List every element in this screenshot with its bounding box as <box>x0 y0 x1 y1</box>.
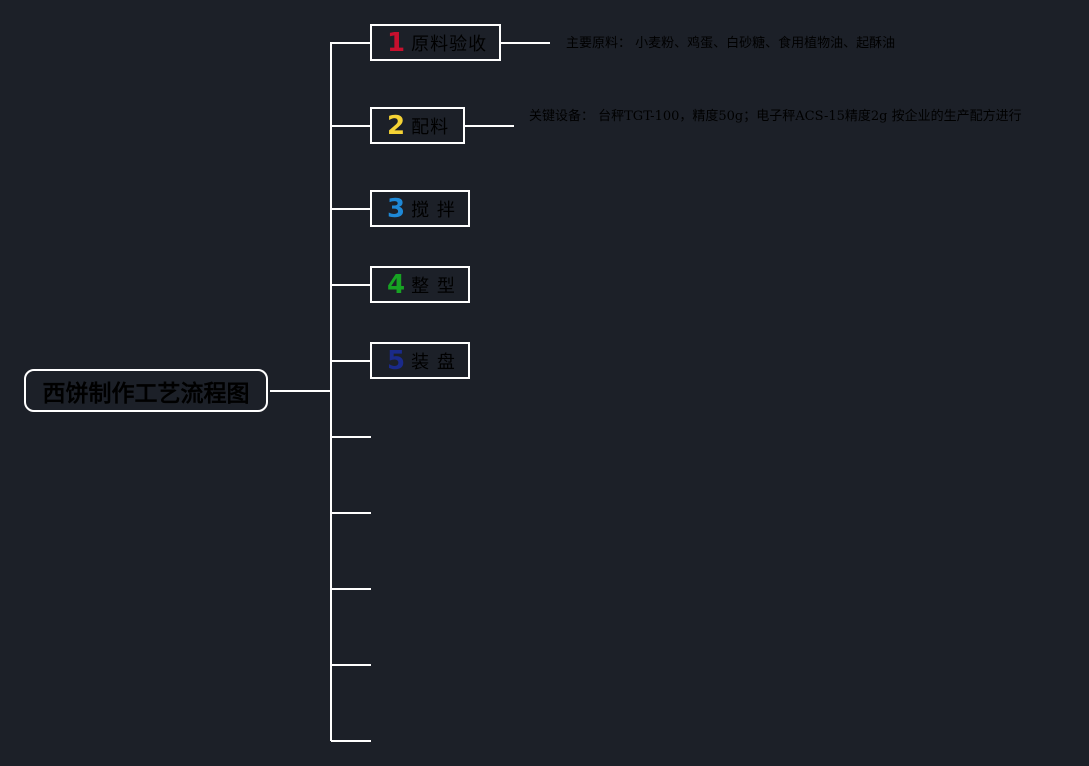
step-label-4: 整 型 <box>411 275 456 297</box>
step-label-3: 搅 拌 <box>411 199 456 221</box>
step-label-5: 装 盘 <box>411 351 456 373</box>
step-2-note: 关键设备： 台秤TGT-100，精度50g；电子秤ACS-15精度2g 按企业的… <box>529 109 1022 124</box>
step-node-5[interactable]: 5 装 盘 <box>370 342 470 379</box>
step-number-5: 5 <box>387 345 406 376</box>
step-number-3: 3 <box>387 193 406 224</box>
step-node-4[interactable]: 4 整 型 <box>370 266 470 303</box>
root-node-title[interactable]: 西饼制作工艺流程图 <box>24 369 268 412</box>
step-number-2: 2 <box>387 110 406 141</box>
step-number-4: 4 <box>387 269 406 300</box>
step-1-note: 主要原料： 小麦粉、鸡蛋、白砂糖、食用植物油、起酥油 <box>566 36 896 51</box>
step-number-1: 1 <box>387 27 406 58</box>
step-node-2[interactable]: 2 配料 <box>370 107 465 144</box>
step-label-1: 原料验收 <box>411 33 488 55</box>
step-node-1[interactable]: 1 原料验收 <box>370 24 501 61</box>
step-label-2: 配料 <box>411 116 450 138</box>
step-node-3[interactable]: 3 搅 拌 <box>370 190 470 227</box>
